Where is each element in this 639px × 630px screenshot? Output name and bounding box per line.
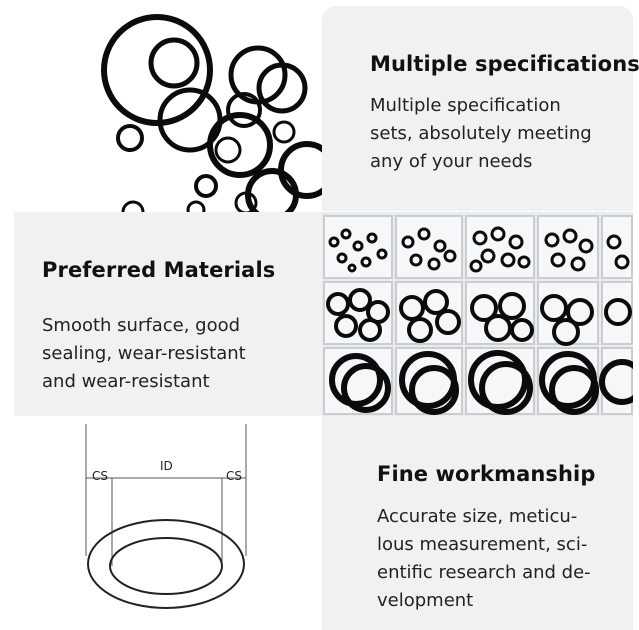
dimension-diagram: ID CS CS <box>85 424 247 609</box>
o-ring-outer-edge <box>87 519 245 609</box>
id-label: ID <box>160 459 173 473</box>
o-ring-inner-edge <box>109 537 223 595</box>
fine-workmanship-panel: Fine workmanship Accurate size, meticu- … <box>322 416 633 630</box>
organizer-box-illustration <box>322 212 633 416</box>
preferred-materials-panel: Preferred Materials Smooth surface, good… <box>14 212 322 416</box>
organizer-box-photo <box>322 212 633 416</box>
multiple-specifications-heading: Multiple specifications <box>370 52 639 76</box>
cs-right-label: CS <box>226 469 242 483</box>
fine-workmanship-text: Accurate size, meticu- lous measurement,… <box>377 506 591 611</box>
o-rings-illustration <box>101 14 336 224</box>
fine-workmanship-heading: Fine workmanship <box>377 462 596 486</box>
cs-left-label: CS <box>92 469 108 483</box>
o-ring-dimension-diagram: ID CS CS <box>60 416 300 630</box>
preferred-materials-heading: Preferred Materials <box>42 258 276 282</box>
multiple-specifications-text: Multiple specification sets, absolutely … <box>370 95 592 172</box>
o-rings-photo <box>0 0 336 224</box>
multiple-specifications-panel: Multiple specifications Multiple specifi… <box>322 6 639 211</box>
preferred-materials-text: Smooth surface, good sealing, wear-resis… <box>42 315 246 392</box>
